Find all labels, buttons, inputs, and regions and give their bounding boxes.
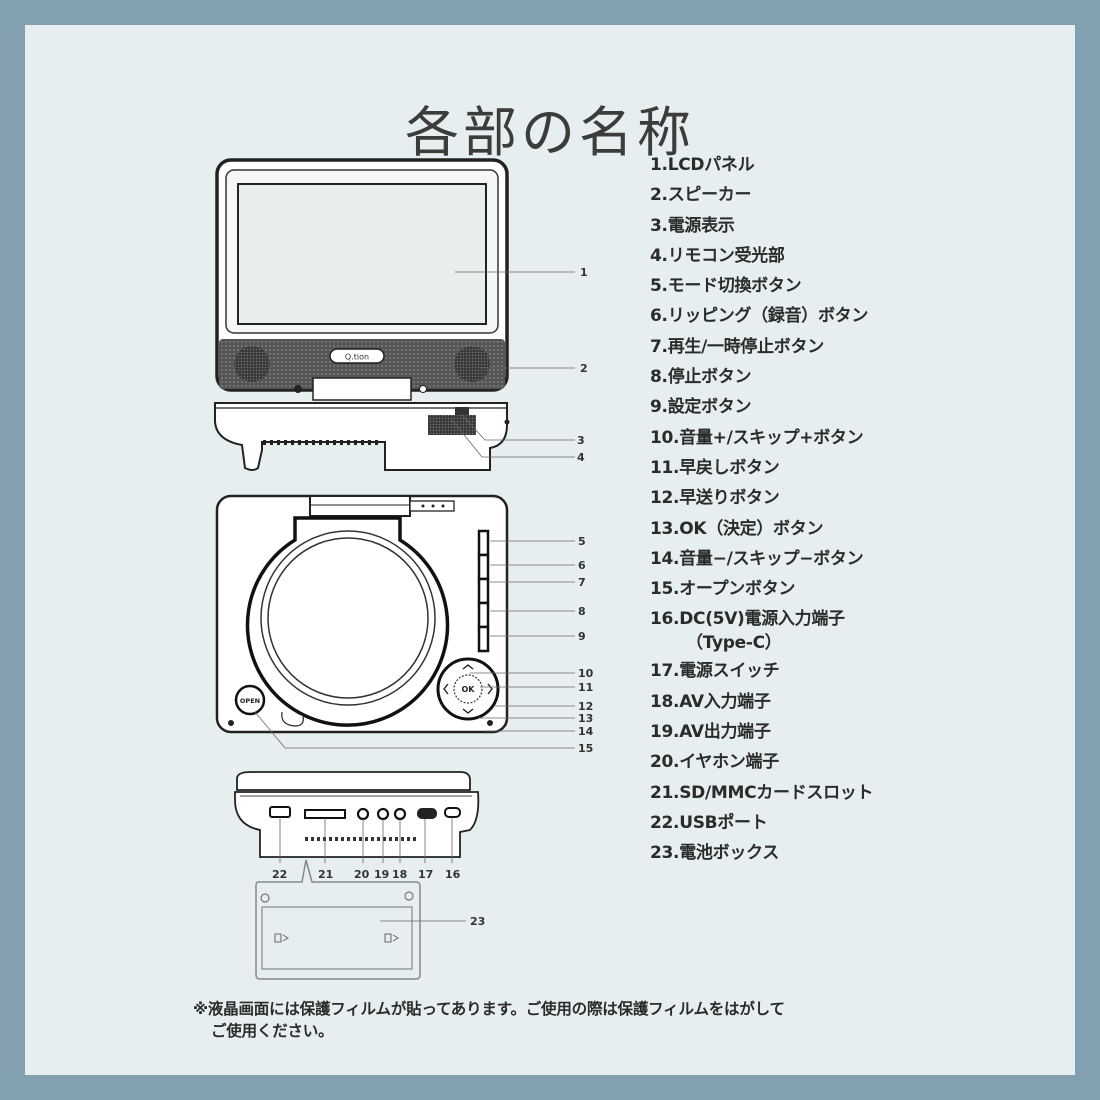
svg-text:10: 10 bbox=[578, 667, 594, 680]
parts-list: 1.LCDパネル 2.スピーカー 3.電源表示 4.リモコン受光部 5.モード切… bbox=[650, 152, 874, 871]
part-item: 15.オープンボタン bbox=[650, 579, 796, 600]
svg-text:9: 9 bbox=[578, 630, 586, 643]
svg-text:12: 12 bbox=[578, 700, 593, 713]
part-item: 21.SD/MMCカードスロット bbox=[650, 782, 874, 803]
svg-text:3: 3 bbox=[577, 434, 585, 447]
device-diagram: Q.tion 1 2 3 4 bbox=[214, 158, 594, 980]
svg-text:11: 11 bbox=[578, 681, 593, 694]
svg-text:2: 2 bbox=[580, 362, 588, 375]
svg-text:23: 23 bbox=[470, 915, 485, 928]
part-item: 6.リッピング（録音）ボタン bbox=[650, 306, 869, 327]
svg-text:16: 16 bbox=[445, 868, 461, 881]
part-item: 14.音量−/スキップ−ボタン bbox=[650, 548, 864, 569]
part-item: 5.モード切換ボタン bbox=[650, 276, 802, 297]
protective-film-note: ※液晶画面には保護フィルムが貼ってあります。ご使用の際は保護フィルムをはがして … bbox=[193, 998, 785, 1042]
page-title: 各部の名称 bbox=[405, 101, 695, 165]
svg-text:Q.tion: Q.tion bbox=[345, 353, 369, 362]
part-item: 12.早送りボタン bbox=[650, 488, 780, 509]
svg-text:13: 13 bbox=[578, 712, 593, 725]
content-panel bbox=[25, 25, 1075, 1075]
part-item: 1.LCDパネル bbox=[650, 155, 755, 175]
part-item: 19.AV出力端子 bbox=[650, 722, 771, 743]
side-view: 22 21 20 19 18 17 16 bbox=[234, 771, 480, 881]
svg-text:7: 7 bbox=[578, 576, 586, 589]
note-line-1: ※液晶画面には保護フィルムが貼ってあります。ご使用の際は保護フィルムをはがして bbox=[193, 1000, 785, 1018]
svg-text:22: 22 bbox=[272, 868, 287, 881]
svg-text:14: 14 bbox=[578, 725, 594, 738]
svg-text:17: 17 bbox=[418, 868, 433, 881]
svg-text:15: 15 bbox=[578, 742, 593, 755]
part-item: 17.電源スイッチ bbox=[650, 661, 780, 682]
part-item: 18.AV入力端子 bbox=[650, 691, 771, 712]
part-item: 20.イヤホン端子 bbox=[650, 752, 779, 773]
svg-text:18: 18 bbox=[392, 868, 407, 881]
svg-text:19: 19 bbox=[374, 868, 389, 881]
part-item: 8.停止ボタン bbox=[650, 367, 752, 388]
svg-text:OPEN: OPEN bbox=[240, 697, 260, 705]
svg-text:5: 5 bbox=[578, 535, 586, 548]
svg-text:21: 21 bbox=[318, 868, 333, 881]
svg-text:1: 1 bbox=[580, 266, 588, 279]
part-item: 23.電池ボックス bbox=[650, 843, 779, 864]
part-item: 11.早戻しボタン bbox=[650, 457, 780, 478]
part-item: 3.電源表示 bbox=[650, 215, 735, 236]
part-item: 10.音量+/スキップ+ボタン bbox=[650, 427, 864, 448]
note-line-2: ご使用ください。 bbox=[211, 1022, 334, 1040]
battery-view: 23 bbox=[255, 859, 485, 980]
part-item: 7.再生/一時停止ボタン bbox=[650, 336, 824, 357]
svg-text:6: 6 bbox=[578, 559, 586, 572]
svg-text:20: 20 bbox=[354, 868, 370, 881]
svg-text:8: 8 bbox=[578, 605, 586, 618]
top-view: OK OPEN 5 6 7 8 9 10 11 12 13 14 15 bbox=[215, 494, 594, 755]
part-item: 16.DC(5V)電源入力端子（Type-C） bbox=[650, 609, 845, 654]
part-item: 9.設定ボタン bbox=[650, 397, 752, 418]
svg-text:OK: OK bbox=[462, 685, 476, 694]
svg-text:4: 4 bbox=[577, 451, 585, 464]
part-item: 13.OK（決定）ボタン bbox=[650, 518, 824, 539]
part-item: 2.スピーカー bbox=[650, 185, 752, 206]
part-item: 22.USBポート bbox=[650, 812, 768, 833]
part-item: 4.リモコン受光部 bbox=[650, 245, 785, 266]
front-view: Q.tion 1 2 3 4 bbox=[214, 158, 588, 471]
